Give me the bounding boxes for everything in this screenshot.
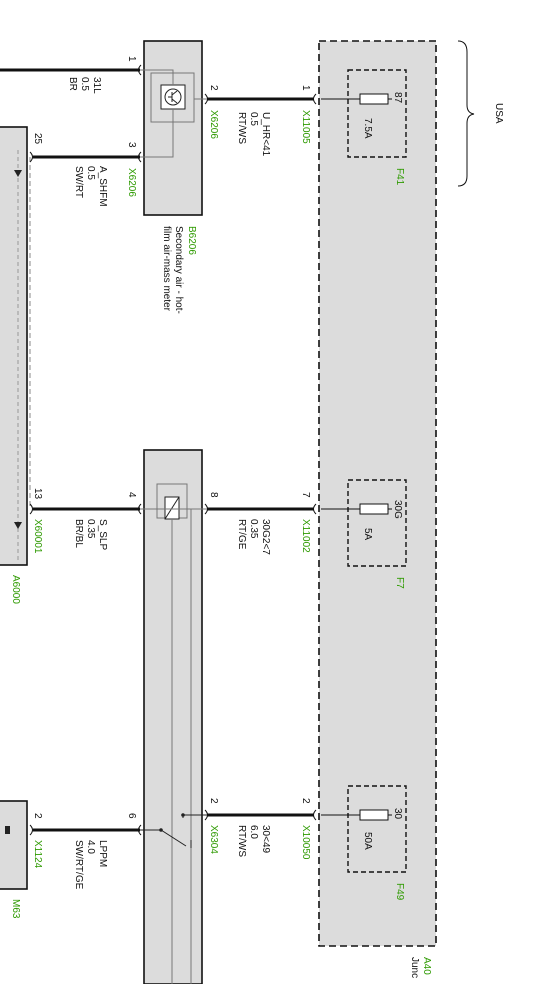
fuse-terminal-label: 30 (392, 808, 403, 820)
pin-label: 2 (32, 813, 43, 819)
wire-size-label: 0.5 (248, 112, 259, 126)
connector-arc (29, 151, 33, 163)
wire-signal-label: S_SLP (97, 519, 108, 550)
connector-arc (138, 64, 142, 76)
wire-color-label: RT/GE (236, 519, 247, 550)
wire-color-label: SW/RT/GE (73, 840, 84, 890)
wire-color-label: BR/BL (73, 519, 84, 548)
connector-label: X10050 (300, 825, 311, 860)
component-m63 (0, 800, 28, 890)
wire-signal-label: 30<49 (260, 825, 271, 854)
relay-component (143, 449, 203, 984)
fuse-id-label: F41 (394, 168, 405, 186)
fuse-box-f49 (347, 785, 407, 873)
pin-label: 6 (126, 813, 137, 819)
connector-label: X6206 (208, 110, 219, 139)
junction-box-id-label: A40 (421, 957, 432, 975)
fuse-id-label: F7 (394, 577, 405, 589)
relay-switch-terminal (181, 813, 185, 817)
junction-box-name-label: Junc (409, 957, 420, 978)
fuse-rating-label: 50A (362, 832, 373, 850)
pin-label: 4 (126, 492, 137, 498)
connector-label: X11005 (300, 110, 311, 144)
transistor-icon (164, 88, 182, 106)
pin-label: 1 (126, 56, 137, 62)
wire-size-label: 0.5 (79, 77, 90, 91)
fuse-rating-label: 5A (362, 528, 373, 541)
component-a6000 (0, 126, 28, 566)
pin-label: 3 (126, 142, 137, 148)
component-id-label: B6206 (186, 226, 197, 255)
component-description: film air-mass meter (161, 226, 172, 312)
wire-signal-label: U_HR<41 (260, 112, 271, 157)
wire-signal-label: 30G2<7 (260, 519, 271, 555)
connector-arc (204, 503, 208, 515)
connector-label: X11002 (300, 519, 311, 553)
wire-size-label: 0.35 (248, 519, 259, 539)
component-id-label: A6000 (10, 575, 21, 604)
connector-label: X1124 (32, 840, 43, 869)
wire-signal-label: LPPM (97, 840, 108, 867)
wire-signal-label: A_SHFM (97, 166, 108, 207)
connector-arc (29, 503, 33, 515)
connector-label: X6304 (208, 825, 219, 854)
relay-switch-pivot (159, 828, 163, 832)
pin-label: 1 (300, 85, 311, 91)
wire-color-label: RT/WS (236, 112, 247, 144)
connector-arc (138, 151, 142, 163)
pin-label: 2 (208, 798, 219, 804)
wire-color-label: SW/RT (73, 166, 84, 198)
connector-arc (313, 93, 317, 105)
usa-label: USA (493, 103, 504, 124)
connector-arc (138, 824, 142, 836)
pin-label: 25 (32, 133, 43, 145)
fuse-f7-symbol (359, 503, 389, 515)
usa-brace (457, 40, 475, 187)
fuse-box-f7 (347, 479, 407, 567)
wire-color-label: RT/WS (236, 825, 247, 857)
component-description: Secondary air - hot- (173, 226, 184, 314)
fuse-rating-label: 7.5A (362, 118, 373, 139)
pin-label: 2 (208, 85, 219, 91)
wire-size-label: 4.0 (85, 840, 96, 854)
fuse-terminal-label: 30G (392, 500, 403, 519)
relay-coil-diag (164, 496, 180, 520)
wire-size-label: 6.0 (248, 825, 259, 839)
fuse-f49-symbol (359, 809, 389, 821)
fuse-box-f41 (347, 69, 407, 158)
component-id-label: M63 (10, 899, 21, 919)
wire-color-label: BR (67, 77, 78, 91)
wire-size-label: 0.35 (85, 519, 96, 539)
wire-size-label: 0.5 (85, 166, 96, 180)
connector-arc (138, 503, 142, 515)
connector-arc (29, 824, 33, 836)
pin-label: 7 (300, 492, 311, 498)
wire-signal-label: 31L (91, 77, 102, 94)
a6000-arrow-2 (14, 522, 22, 529)
connector-label: X6206 (126, 168, 137, 197)
connector-arc (204, 809, 208, 821)
fuse-id-label: F49 (394, 883, 405, 901)
connector-arc (313, 809, 317, 821)
fuse-terminal-label: 87 (392, 92, 403, 104)
transistor-icon-leads (168, 90, 178, 104)
pin-label: 8 (208, 492, 219, 498)
connector-arc (204, 93, 208, 105)
connector-label: X60001 (32, 519, 43, 554)
fuse-f41-symbol (359, 93, 389, 105)
pin-label: 13 (32, 488, 43, 500)
connector-arc (313, 503, 317, 515)
pin-label: 2 (300, 798, 311, 804)
a6000-arrow-1 (14, 170, 22, 177)
m63-terminal (5, 826, 10, 834)
